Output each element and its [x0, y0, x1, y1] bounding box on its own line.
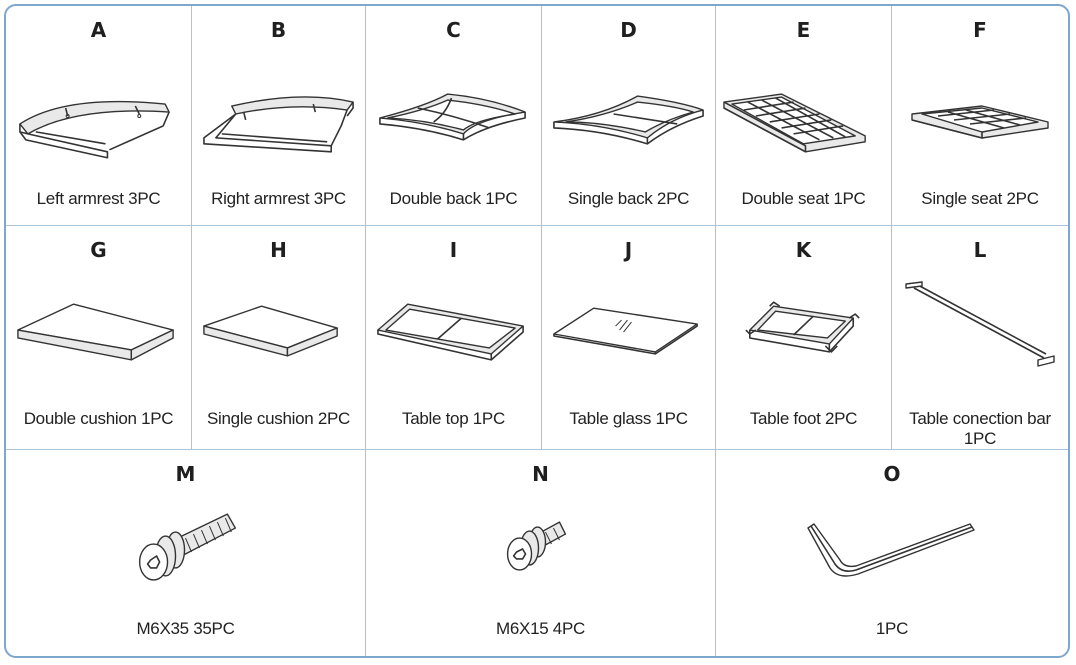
table-top-drawing	[377, 303, 524, 361]
part-caption: Double back 1PC	[389, 189, 518, 208]
part-letter: C	[446, 18, 461, 42]
part-caption: Left armrest 3PC	[36, 189, 161, 208]
parts-list-table: A Left armrest 3PC B Right	[4, 4, 1070, 658]
part-letter: D	[620, 18, 637, 42]
part-cell-o: O 1PC	[716, 450, 1068, 656]
part-caption: Table top 1PC	[402, 409, 505, 428]
part-letter: L	[973, 238, 987, 262]
allen-key-drawing	[807, 523, 975, 577]
parts-row-3: M M6X35 35PC N M6X15 4PC	[6, 450, 1068, 656]
part-letter: I	[449, 238, 458, 262]
part-letter: O	[883, 462, 901, 486]
short-bolt-drawing	[506, 521, 567, 571]
part-caption: Table conection bar 1PC	[909, 409, 1051, 448]
part-caption: Double cushion 1PC	[23, 409, 174, 428]
part-letter: F	[973, 18, 987, 42]
part-caption: Double seat 1PC	[741, 189, 866, 208]
part-cell-n: N M6X15 4PC	[366, 450, 716, 656]
part-cell-d: D Single back 2PC	[542, 6, 716, 226]
part-caption: Single cushion 2PC	[207, 409, 350, 428]
part-letter: E	[796, 18, 811, 42]
part-letter: A	[90, 18, 107, 42]
double-cushion-drawing	[17, 303, 174, 361]
part-letter: M	[175, 462, 196, 486]
part-caption: Table foot 2PC	[749, 409, 858, 428]
parts-row-1: A Left armrest 3PC B Right	[6, 6, 1068, 226]
left-armrest-drawing	[19, 100, 170, 159]
part-caption: Single back 2PC	[567, 189, 690, 208]
single-back-drawing	[553, 95, 704, 145]
part-caption: Right armrest 3PC	[211, 189, 346, 208]
part-cell-g: G Double cushion 1PC	[6, 226, 192, 450]
part-letter: H	[270, 238, 287, 262]
right-armrest-drawing	[203, 96, 354, 153]
part-letter: K	[795, 238, 812, 262]
single-cushion-drawing	[203, 305, 338, 357]
double-seat-drawing	[723, 93, 866, 153]
table-foot-drawing	[745, 301, 860, 353]
part-cell-f: F Single seat 2PC	[892, 6, 1068, 226]
part-cell-i: I Table top 1PC	[366, 226, 542, 450]
part-cell-m: M M6X35 35PC	[6, 450, 366, 656]
parts-row-2: G Double cushion 1PC H Single cushion 2P…	[6, 226, 1068, 450]
part-cell-b: B Right armrest 3PC	[192, 6, 366, 226]
part-letter: N	[532, 462, 549, 486]
long-bolt-drawing	[138, 513, 237, 581]
part-caption: M6X35 35PC	[136, 619, 235, 638]
part-cell-e: E Double seat 1PC	[716, 6, 892, 226]
part-letter: J	[624, 238, 633, 262]
part-cell-c: C Double back 1PC	[366, 6, 542, 226]
double-back-drawing	[379, 93, 526, 141]
part-cell-h: H Single cushion 2PC	[192, 226, 366, 450]
part-cell-j: J Table glass 1PC	[542, 226, 716, 450]
single-seat-drawing	[911, 105, 1049, 139]
part-cell-k: K Table foot 2PC	[716, 226, 892, 450]
table-glass-drawing	[553, 307, 698, 355]
part-letter: B	[270, 18, 287, 42]
connection-bar-drawing	[905, 281, 1055, 367]
part-letter: G	[90, 238, 107, 262]
part-cell-a: A Left armrest 3PC	[6, 6, 192, 226]
part-caption: Single seat 2PC	[921, 189, 1039, 208]
part-cell-l: L Table conection bar 1PC	[892, 226, 1068, 450]
part-caption: Table glass 1PC	[569, 409, 688, 428]
part-caption: 1PC	[875, 619, 909, 638]
part-caption: M6X15 4PC	[496, 619, 585, 638]
